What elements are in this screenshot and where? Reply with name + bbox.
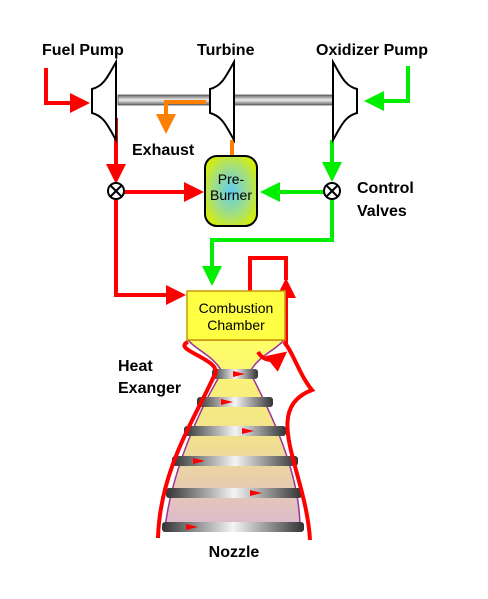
oxidizer-lines xyxy=(202,66,410,286)
combustion-chamber-box xyxy=(186,290,286,341)
label-fuel-pump: Fuel Pump xyxy=(42,42,124,59)
label-control-valves-line2: Valves xyxy=(357,203,407,220)
oxidizer-control-valve xyxy=(323,182,341,200)
heat-exchanger-flow-arrows xyxy=(186,371,262,530)
label-heat-exchanger-line1: Heat xyxy=(118,358,153,375)
label-exhaust: Exhaust xyxy=(132,142,195,159)
label-nozzle: Nozzle xyxy=(209,544,260,561)
label-heat-exchanger-line2: Exanger xyxy=(118,380,181,397)
combustion-chamber-label-line2: Chamber xyxy=(207,317,265,333)
turbine-symbol xyxy=(209,58,235,144)
pre-burner-label-line2: Burner xyxy=(210,187,252,203)
pre-burner-box xyxy=(204,155,258,227)
fuel-lines xyxy=(44,68,316,541)
fuel-pump-symbol xyxy=(91,58,117,144)
heat-exchanger-rings xyxy=(162,369,304,532)
label-control-valves-line1: Control xyxy=(357,180,414,197)
fuel-control-valve xyxy=(107,182,125,200)
pre-burner-label-line1: Pre- xyxy=(218,171,245,187)
oxidizer-pump-symbol xyxy=(332,58,358,144)
label-oxidizer-pump: Oxidizer Pump xyxy=(316,42,428,59)
combustion-chamber-label-line1: Combustion xyxy=(199,300,274,316)
label-turbine: Turbine xyxy=(197,42,255,59)
